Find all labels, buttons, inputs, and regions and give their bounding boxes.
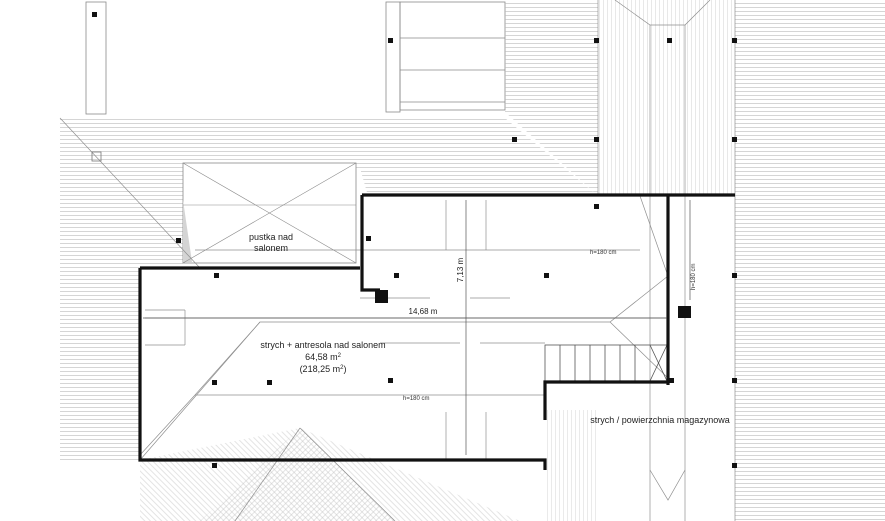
walls bbox=[138, 193, 735, 470]
height-note-right: h=180 cm bbox=[691, 263, 697, 290]
storage-label: strych / powierzchnia magazynowa bbox=[590, 415, 730, 425]
attic-area-total-value: (218,25 m bbox=[300, 364, 341, 374]
attic-area-total-sup: 2 bbox=[340, 365, 344, 371]
width-dimension: 14,68 m bbox=[409, 307, 438, 316]
chimney-left bbox=[85, 1, 107, 115]
chimney-small-square bbox=[91, 151, 102, 162]
attic-area-total: (218,25 m2) bbox=[300, 364, 347, 374]
roof-window-block bbox=[399, 1, 506, 111]
height-note-top: h=180 cm bbox=[590, 250, 617, 256]
attic-area-value: 64,58 m bbox=[305, 352, 338, 362]
roof-structures-top bbox=[85, 1, 506, 115]
void-label-line2: salonem bbox=[254, 243, 288, 253]
void-label-line1: pustka nad bbox=[249, 232, 293, 242]
attic-area-sup: 2 bbox=[338, 353, 342, 359]
depth-dimension: 7,13 m bbox=[456, 257, 465, 282]
dimension-lines bbox=[143, 200, 691, 455]
structural-posts bbox=[92, 12, 737, 468]
attic-area: 64,58 m2 bbox=[305, 352, 342, 362]
roof-hatch bbox=[60, 0, 885, 521]
attic-area-total-close: ) bbox=[343, 364, 346, 374]
staircase bbox=[544, 344, 668, 382]
attic-label: strych + antresola nad salonem bbox=[260, 340, 385, 350]
chimney-center-left bbox=[385, 1, 401, 113]
height-note-bottom: h=180 cm bbox=[403, 396, 430, 402]
